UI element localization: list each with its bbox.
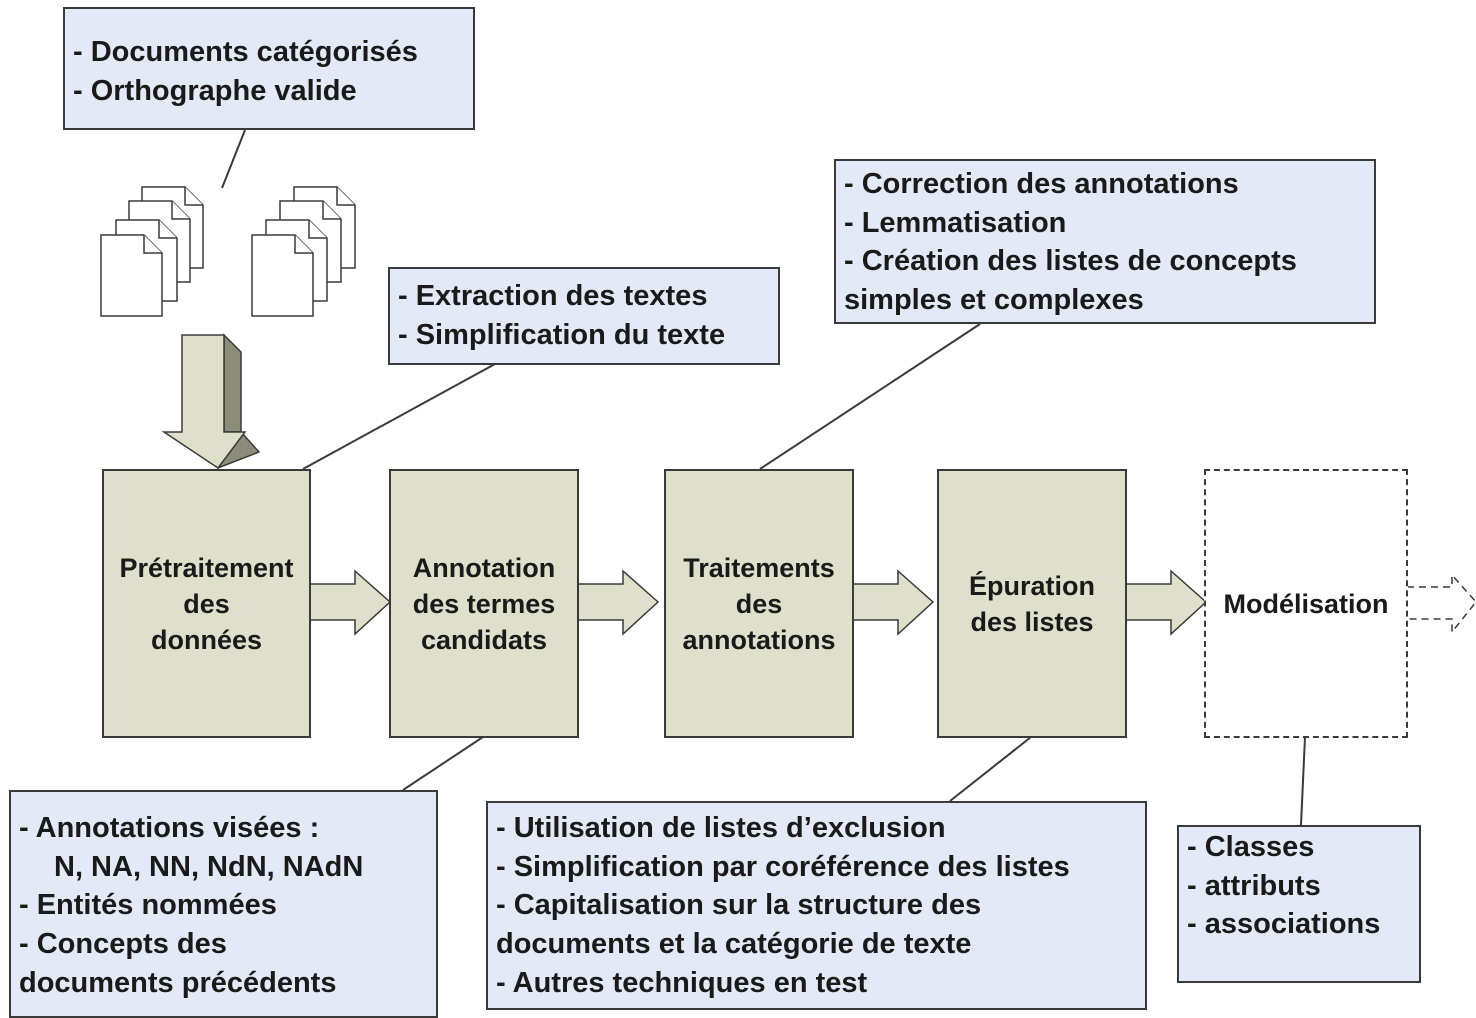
note-line: - Correction des annotations bbox=[844, 168, 1239, 200]
step-label-line: Modélisation bbox=[1223, 588, 1389, 619]
note-line: N, NA, NN, NdN, NAdN bbox=[54, 850, 364, 883]
step-label-line: Épuration bbox=[969, 570, 1095, 601]
connector-annotations bbox=[402, 736, 484, 791]
note-annotations: - Annotations visées : N, NA, NN, NdN, N… bbox=[9, 790, 438, 1018]
down-arrow-3d-icon bbox=[161, 333, 261, 470]
step-label-line: des listes bbox=[970, 606, 1094, 637]
step-label-line: des bbox=[735, 588, 783, 619]
step-epuration: Épuration des listes bbox=[937, 469, 1127, 738]
flow-arrow-icon bbox=[1125, 569, 1208, 636]
flow-arrow-icon bbox=[309, 569, 392, 636]
step-traitements: Traitements des annotations bbox=[664, 469, 854, 738]
note-line: - Orthographe valide bbox=[73, 74, 357, 107]
flow-arrow-icon bbox=[577, 569, 660, 636]
step-label: Modélisation bbox=[1223, 586, 1388, 622]
connector-extraction bbox=[302, 363, 496, 470]
note-line: - Extraction des textes bbox=[398, 280, 708, 312]
connector-epuration bbox=[949, 736, 1032, 802]
note-line: documents et la catégorie de texte bbox=[496, 928, 972, 961]
step-label: Annotation des termes candidats bbox=[413, 550, 556, 658]
note-line: - Lemmatisation bbox=[844, 206, 1067, 239]
document-stack-icon bbox=[100, 186, 204, 317]
note-line: - Simplification du texte bbox=[398, 318, 726, 351]
step-label-line: des bbox=[183, 588, 230, 619]
note-line: - Concepts des bbox=[19, 928, 227, 961]
step-label: Traitements des annotations bbox=[683, 550, 836, 658]
note-line: documents précédents bbox=[19, 966, 337, 999]
note-line: - Utilisation de listes d’exclusion bbox=[496, 812, 946, 844]
note-line: - Classes bbox=[1187, 831, 1315, 863]
step-label-line: données bbox=[150, 624, 262, 655]
note-modelisation: - Classes - attributs - associations bbox=[1177, 825, 1421, 983]
note-line: - Autres techniques en test bbox=[496, 966, 868, 999]
step-label-line: Traitements bbox=[683, 552, 835, 583]
note-epuration: - Utilisation de listes d’exclusion - Si… bbox=[486, 801, 1147, 1010]
step-label: Prétraitement des données bbox=[119, 550, 293, 658]
note-line: - Entités nommées bbox=[19, 889, 277, 922]
note-line: - associations bbox=[1187, 908, 1381, 941]
note-extraction: - Extraction des textes - Simplification… bbox=[388, 267, 780, 365]
note-line: simples et complexes bbox=[844, 284, 1144, 317]
step-label: Épuration des listes bbox=[969, 568, 1095, 640]
flow-arrow-icon bbox=[852, 569, 935, 636]
step-label-line: Annotation bbox=[412, 552, 556, 583]
step-label-line: Prétraitement bbox=[119, 552, 294, 583]
step-pretraitement: Prétraitement des données bbox=[102, 469, 311, 738]
note-line: - Simplification par coréférence des lis… bbox=[496, 850, 1070, 883]
connector-documents bbox=[221, 129, 246, 189]
dashed-flow-arrow-icon bbox=[1406, 573, 1476, 635]
note-line: - Documents catégorisés bbox=[73, 36, 418, 68]
step-modelisation: Modélisation bbox=[1204, 469, 1408, 738]
step-label-line: des termes bbox=[412, 588, 556, 619]
note-line: - Capitalisation sur la structure des bbox=[496, 889, 982, 922]
step-annotation: Annotation des termes candidats bbox=[389, 469, 579, 738]
note-line: - Annotations visées : bbox=[19, 812, 320, 844]
connector-modelisation bbox=[1300, 736, 1306, 826]
step-label-line: annotations bbox=[682, 624, 836, 655]
connector-corrections bbox=[759, 323, 981, 470]
document-stack-icon bbox=[251, 186, 356, 317]
note-line: - attributs bbox=[1187, 869, 1321, 902]
note-corrections: - Correction des annotations - Lemmatisa… bbox=[834, 159, 1376, 324]
note-documents: - Documents catégorisés - Orthographe va… bbox=[63, 7, 475, 130]
step-label-line: candidats bbox=[420, 624, 548, 655]
note-line: - Création des listes de concepts bbox=[844, 245, 1297, 278]
